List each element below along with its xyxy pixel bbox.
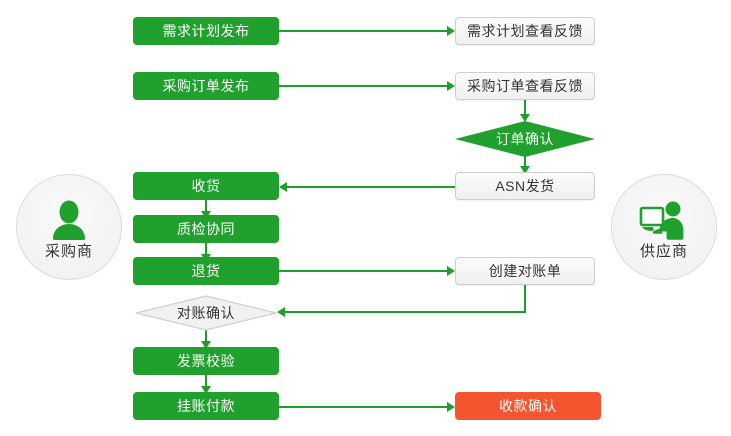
edge-asn-to-receive-arrowhead [279,182,287,192]
node-order-confirm[interactable]: 订单确认 [455,121,595,157]
node-demand-plan-feedback[interactable]: 需求计划查看反馈 [455,17,595,45]
edge-accrue-to-receipt-arrowhead [447,402,455,412]
actor-buyer-label: 采购商 [44,242,93,260]
edge-confirm-to-asn-arrowhead [520,166,530,174]
edge-demand-plan [279,30,447,32]
edge-return-to-statement-arrowhead [447,266,455,276]
node-receipt-confirm[interactable]: 收款确认 [455,392,601,420]
node-asn-ship[interactable]: ASN发货 [455,172,595,200]
edge-po-to-confirm [524,100,526,116]
node-quality-collab[interactable]: 质检协同 [133,215,279,243]
actor-buyer[interactable]: 采购商 [16,174,122,280]
node-receive-goods[interactable]: 收货 [133,172,279,200]
edge-po-publish-arrowhead [447,81,455,91]
node-accrue-payment[interactable]: 挂账付款 [133,392,279,420]
edge-accrue-to-receipt [279,406,447,408]
edge-reconcile-to-invoice-arrowhead [201,341,211,349]
person-icon [42,196,96,242]
edge-statement-arrowhead [277,307,285,317]
node-invoice-verify[interactable]: 发票校验 [133,347,279,375]
actor-supplier[interactable]: 供应商 [611,174,717,280]
node-demand-plan-publish[interactable]: 需求计划发布 [133,17,279,45]
edge-return-to-statement [279,270,447,272]
node-reconcile-confirm-label: 对账确认 [177,305,235,321]
edge-po-to-confirm-arrowhead [520,114,530,122]
edge-po-publish [279,85,447,87]
edge-receive-to-qc [205,200,207,214]
edge-statement-down [524,285,526,313]
edge-qc-to-return [205,243,207,257]
node-order-confirm-label: 订单确认 [496,131,554,147]
node-po-publish[interactable]: 采购订单发布 [133,72,279,100]
node-return-goods[interactable]: 退货 [133,257,279,285]
actor-supplier-label: 供应商 [639,242,688,260]
edge-asn-to-receive [287,186,455,188]
edge-invoice-to-accrue [205,375,207,389]
edge-reconcile-to-invoice [205,330,207,344]
edge-demand-plan-arrowhead [447,26,455,36]
edge-invoice-to-accrue-arrowhead [201,386,211,394]
node-reconcile-confirm[interactable]: 对账确认 [135,295,277,331]
edge-confirm-to-asn [524,155,526,169]
node-po-feedback[interactable]: 采购订单查看反馈 [455,72,595,100]
node-create-statement[interactable]: 创建对账单 [455,257,595,285]
edge-statement-left [285,311,526,313]
person-at-computer-icon [637,196,691,242]
